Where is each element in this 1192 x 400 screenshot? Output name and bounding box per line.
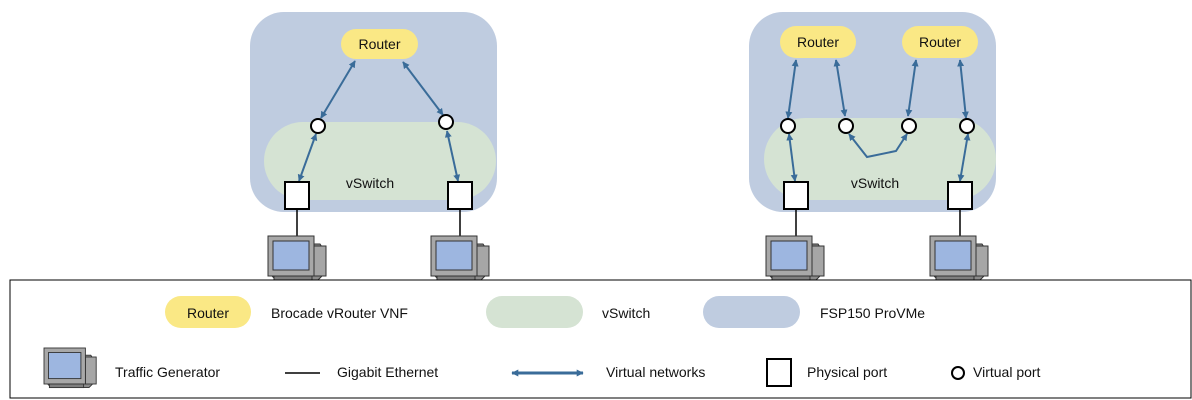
physical-port-icon	[284, 181, 310, 210]
legend-router-badge-text: Router	[187, 305, 229, 321]
virtual-port-icon	[310, 118, 326, 134]
legend-box	[9, 279, 1192, 399]
vswitch-left	[264, 122, 496, 200]
physical-port-icon	[947, 181, 973, 210]
virtual-network-arrow	[402, 61, 444, 116]
legend-vswitch-swatch	[486, 296, 583, 328]
physical-port-icon	[447, 181, 473, 210]
virtual-network-arrow	[905, 59, 919, 117]
virtual-network-arrow	[297, 133, 318, 182]
router-left	[341, 29, 418, 59]
physical-port-icon	[783, 181, 809, 210]
router-left-label: Router	[358, 36, 400, 52]
virtual-network-arrow	[444, 130, 461, 182]
virtual-port-icon	[780, 118, 796, 134]
legend-fsp-desc: FSP150 ProVMe	[820, 305, 925, 321]
virtual-network-arrow	[786, 133, 798, 182]
router-right-1-label: Router	[797, 34, 839, 50]
vswitch-left-label: vSwitch	[346, 175, 394, 191]
legend-router-badge	[165, 296, 251, 328]
monitor-icon	[267, 235, 327, 281]
legend-physical-port-desc: Physical port	[807, 364, 887, 380]
router-right-1	[780, 26, 856, 58]
virtual-port-icon	[438, 114, 454, 130]
virtual-network-arrow	[785, 59, 799, 119]
virtual-network-arrow	[833, 59, 848, 117]
monitor-icon	[765, 235, 825, 281]
legend: Router Brocade vRouter VNF vSwitch FSP15…	[9, 279, 1192, 399]
legend-fsp-swatch	[703, 296, 800, 328]
legend-router-desc: Brocade vRouter VNF	[271, 305, 408, 321]
virtual-network-arrow	[320, 60, 356, 119]
monitor-icon	[929, 235, 989, 281]
legend-vswitch-desc: vSwitch	[602, 305, 650, 321]
virtual-port-icon	[959, 118, 975, 134]
left-diagram: Router vSwitch	[250, 12, 497, 281]
virtual-network-arrow	[848, 133, 908, 159]
legend-physical-port-icon	[766, 358, 792, 387]
virtual-port-icon	[901, 118, 917, 134]
virtual-network-arrow	[957, 59, 969, 119]
router-right-2-label: Router	[919, 34, 961, 50]
vswitch-right	[764, 118, 996, 200]
legend-virtual-port-desc: Virtual port	[973, 364, 1041, 380]
legend-traffic-gen-desc: Traffic Generator	[115, 364, 220, 380]
vswitch-right-label: vSwitch	[851, 175, 899, 191]
monitor-icon	[430, 235, 490, 281]
virtual-network-arrow	[957, 133, 971, 182]
virtual-port-icon	[838, 118, 854, 134]
legend-virtual-port-icon	[951, 366, 965, 380]
right-diagram: Router Router vSwitch	[749, 12, 996, 281]
router-right-2	[902, 26, 978, 58]
legend-virtual-networks-desc: Virtual networks	[606, 364, 705, 380]
legend-ethernet-desc: Gigabit Ethernet	[337, 364, 438, 380]
legend-monitor-icon	[43, 347, 97, 389]
